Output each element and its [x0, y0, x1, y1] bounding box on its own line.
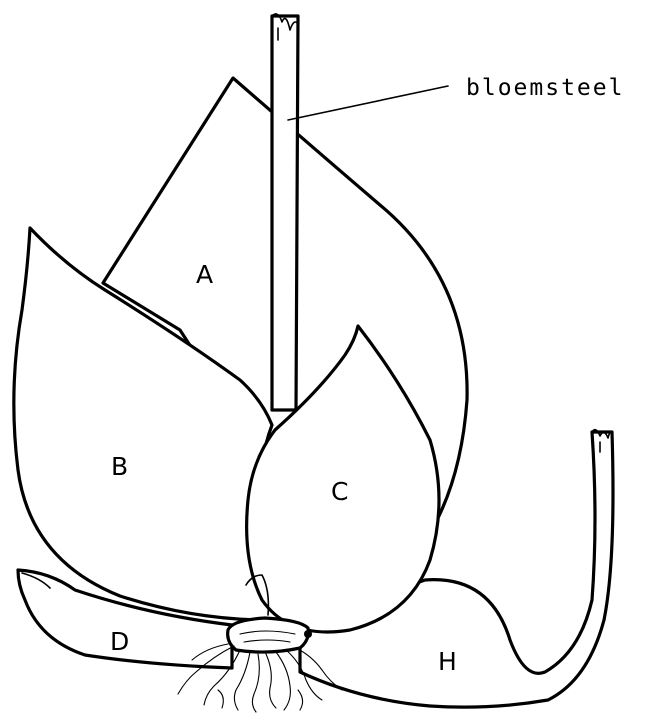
label-h: H [438, 647, 457, 676]
callout-leader-line [288, 86, 448, 120]
label-d: D [110, 627, 129, 656]
label-a: A [196, 260, 213, 289]
flower-stalk [272, 14, 298, 410]
label-b: B [111, 452, 128, 481]
label-c: C [331, 477, 348, 506]
bloemsteel-label: bloemsteel [466, 75, 624, 101]
